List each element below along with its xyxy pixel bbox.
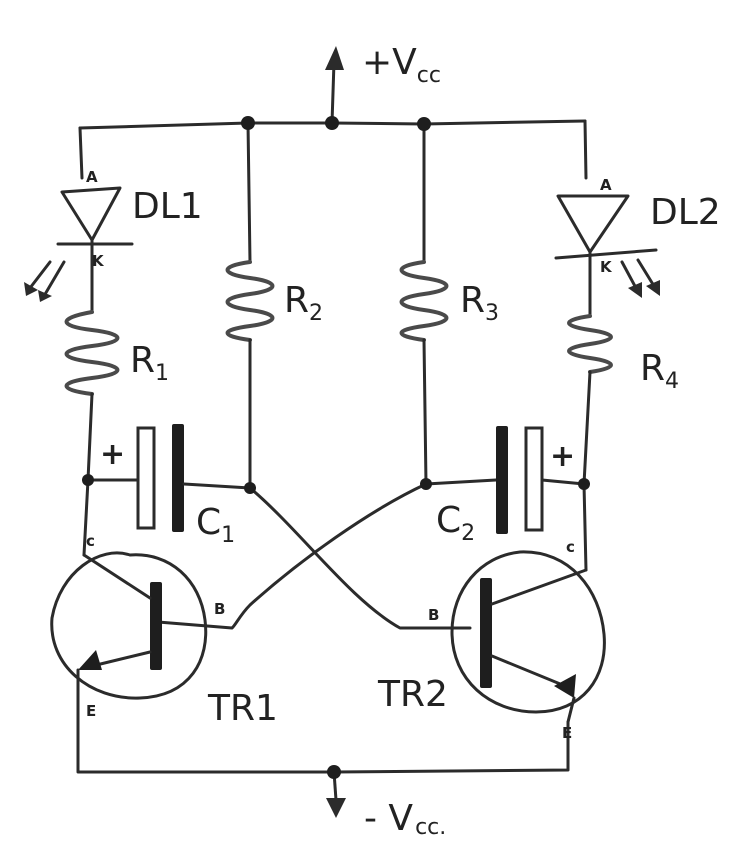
- transistor-tr2-emitter-label: E: [562, 724, 572, 742]
- junction-c1-plus: [82, 474, 94, 486]
- transistor-tr2-label: TR2: [377, 674, 448, 715]
- led-dl2-anode-label: A: [600, 176, 612, 194]
- transistor-tr2-base-label: B: [428, 606, 439, 624]
- transistor-tr1-emitter-label: E: [86, 702, 96, 720]
- resistor-r2-label: R2: [284, 280, 323, 326]
- capacitor-c1: [86, 424, 252, 532]
- resistor-r3-label: R3: [460, 280, 499, 326]
- led-dl2-light-arrows-icon: [620, 258, 660, 298]
- capacitor-c2-label: C2: [436, 500, 475, 546]
- led-dl1-cathode-label: K: [92, 252, 105, 270]
- junction-gnd: [327, 765, 341, 779]
- junction-dots: [82, 116, 590, 779]
- resistor-r1: [64, 310, 120, 482]
- led-dl1-anode-label: A: [86, 168, 98, 186]
- cross-coupling-wires: [156, 482, 472, 630]
- resistor-r4: [567, 314, 613, 486]
- junction-c2-plus: [578, 478, 590, 490]
- transistor-tr2: [450, 482, 606, 724]
- junction-vcc: [325, 116, 339, 130]
- positive-supply-arrow: [325, 46, 344, 125]
- resistor-r1-label: R1: [130, 340, 169, 386]
- capacitor-c1-polarity: +: [100, 437, 125, 472]
- led-dl1-light-arrows-icon: [24, 260, 66, 302]
- resistor-r3: [399, 122, 449, 486]
- transistor-tr1: [50, 478, 208, 700]
- negative-supply-label: - Vcc.: [364, 798, 446, 840]
- capacitor-c2: [424, 426, 586, 534]
- junction-c1-r2: [244, 482, 256, 494]
- junction-c2-r3: [420, 478, 432, 490]
- led-dl2: [554, 194, 660, 318]
- junction-r3-top: [417, 117, 431, 131]
- transistor-tr1-collector-label: c: [86, 532, 95, 550]
- led-dl2-cathode-label: K: [600, 258, 613, 276]
- transistor-tr2-collector-label: c: [566, 538, 575, 556]
- led-dl1-label: DL1: [132, 186, 203, 227]
- transistor-tr1-base-label: B: [214, 600, 225, 618]
- capacitor-c1-label: C1: [196, 502, 235, 548]
- led-dl1: [24, 186, 134, 314]
- transistor-tr1-label: TR1: [207, 688, 278, 729]
- resistor-r2: [225, 121, 275, 490]
- negative-supply-rail: [76, 688, 570, 818]
- junction-r2-top: [241, 116, 255, 130]
- positive-supply-label: +Vcc: [362, 42, 441, 88]
- resistor-r4-label: R4: [640, 348, 679, 394]
- capacitor-c2-polarity: +: [550, 439, 575, 474]
- led-dl2-label: DL2: [650, 192, 721, 233]
